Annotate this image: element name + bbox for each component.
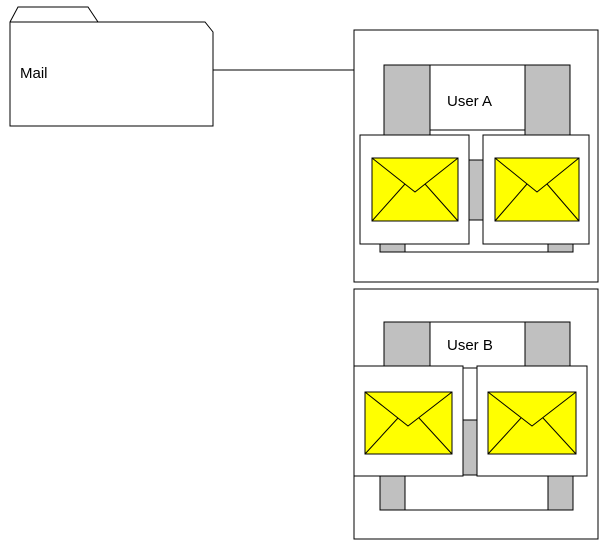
mail-envelope-icon (494, 157, 580, 222)
user-b-panel[interactable]: User B (353, 288, 599, 540)
mail-card-1[interactable] (353, 365, 464, 477)
gray-post-right (524, 64, 571, 141)
folder-label: Mail (20, 65, 48, 82)
folder-icon (9, 6, 214, 127)
user-label-box (429, 321, 526, 369)
user-a-panel[interactable]: User A (353, 29, 599, 283)
gray-post-left (383, 64, 431, 141)
user-label: User A (447, 93, 492, 110)
mail-card-2[interactable] (476, 365, 588, 477)
gray-foot-right (547, 475, 574, 511)
mail-card-2[interactable] (482, 134, 590, 245)
user-label: User B (447, 337, 493, 354)
gray-foot-left (379, 475, 406, 511)
mail-envelope-icon (487, 391, 577, 455)
mail-folder[interactable]: Mail (9, 6, 214, 127)
mail-envelope-icon (371, 157, 459, 222)
mail-envelope-icon (364, 391, 453, 455)
mail-card-1[interactable] (359, 134, 470, 245)
user-label-box (429, 64, 526, 131)
